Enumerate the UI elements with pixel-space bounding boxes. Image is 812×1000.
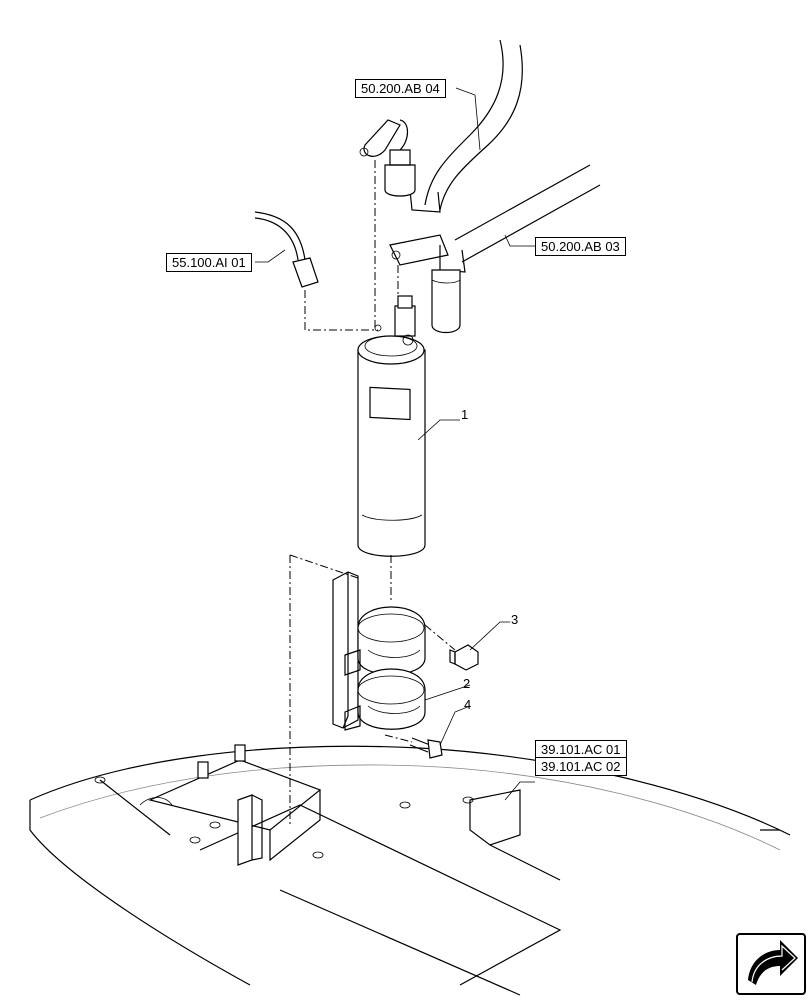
ref-box-hose-lower[interactable]: 50.200.AB 03 (535, 237, 626, 256)
callout-part-1: 1 (461, 407, 469, 422)
receiver-drier (357, 295, 426, 557)
wire-connector (254, 211, 319, 288)
ref-box-hose-upper[interactable]: 50.200.AB 04 (355, 79, 446, 98)
leader-lines (255, 87, 535, 801)
bolt-part-3 (449, 644, 479, 671)
upper-hose (359, 39, 523, 213)
ref-box-frame-b[interactable]: 39.101.AC 02 (535, 757, 627, 776)
ref-box-wire[interactable]: 55.100.AI 01 (166, 253, 252, 272)
bolt-part-4 (409, 737, 443, 759)
clamp-bracket (332, 571, 426, 731)
next-page-arrow-icon[interactable] (736, 933, 806, 995)
callout-part-2: 2 (463, 676, 471, 691)
assembly-centerlines (289, 160, 456, 825)
lower-hose (389, 164, 601, 334)
callout-part-3: 3 (511, 612, 519, 627)
callout-part-4: 4 (464, 697, 472, 712)
frame-platform (29, 744, 791, 996)
ref-box-frame-a[interactable]: 39.101.AC 01 (535, 740, 627, 758)
